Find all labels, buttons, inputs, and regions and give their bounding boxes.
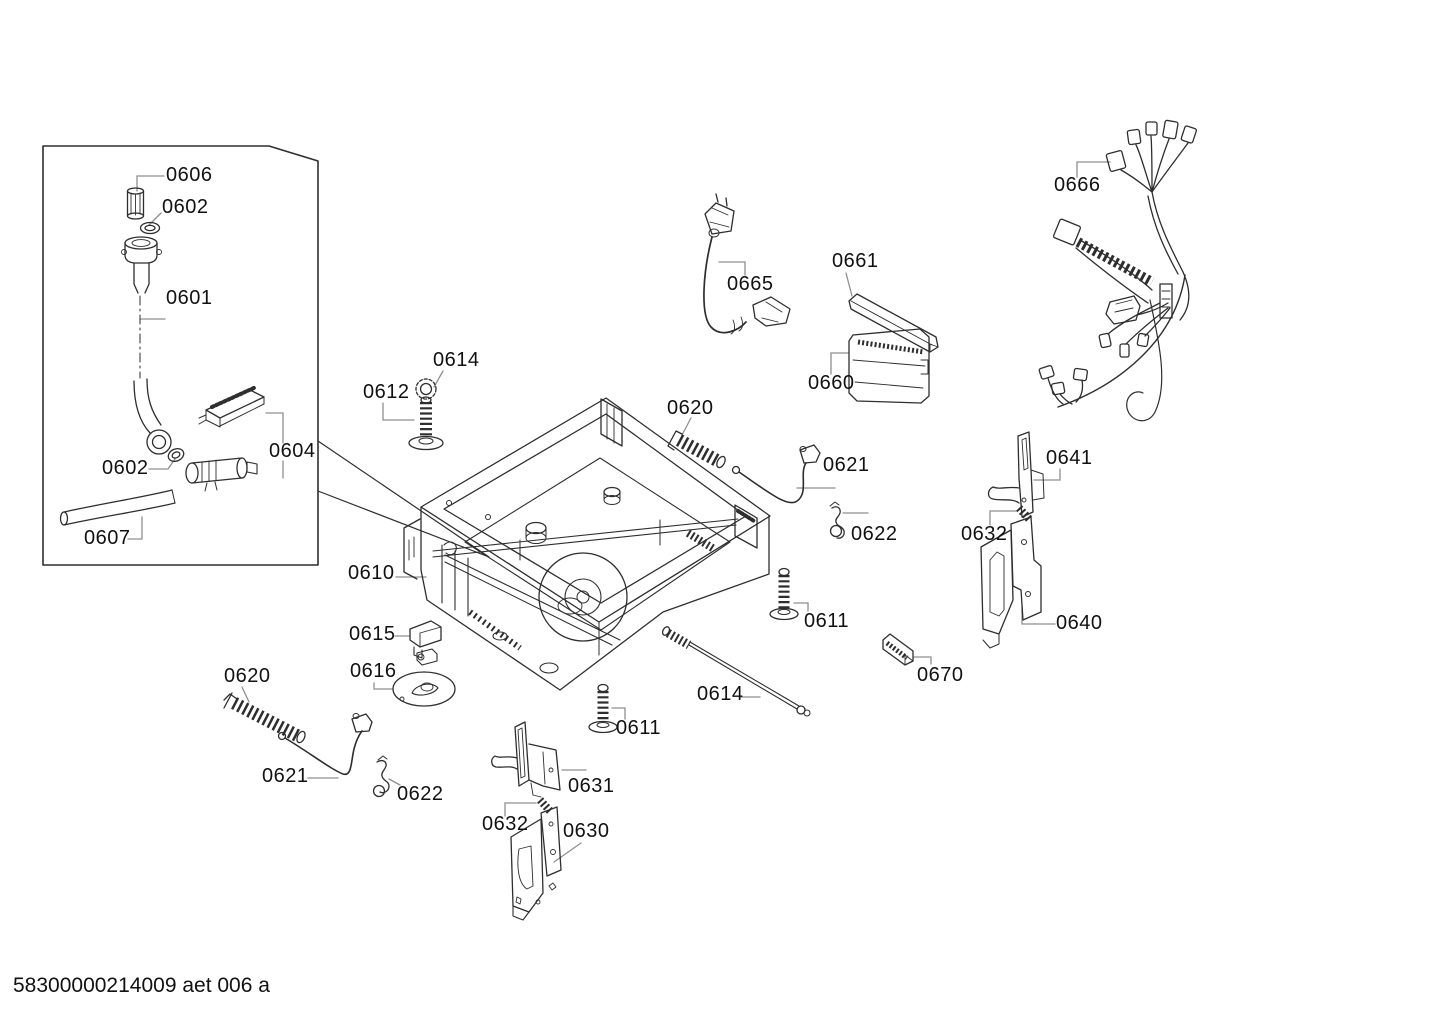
part-label-0620-2: 0620: [224, 665, 271, 687]
part-label-0616: 0616: [350, 660, 397, 682]
document-number: 58300000214009 aet 006 a: [13, 974, 270, 997]
part-0666-harness: [1038, 119, 1197, 422]
part-label-0632-2: 0632: [482, 813, 529, 835]
part-0661-cover-bar: [848, 293, 939, 353]
part-0630-bracket: [510, 806, 562, 921]
part-label-0620: 0620: [667, 397, 714, 419]
part-label-0611: 0611: [804, 610, 850, 632]
part-label-0622-2: 0622: [397, 783, 444, 805]
part-0610-base-frame: [403, 397, 771, 691]
part-label-0607: 0607: [84, 527, 131, 549]
part-0612-stud: [408, 396, 444, 451]
part-label-0602-2: 0602: [102, 457, 149, 479]
part-label-0604: 0604: [269, 440, 316, 462]
part-0620-spring-top: [667, 430, 726, 469]
part-0616-float-disc: [392, 671, 456, 707]
part-label-0622: 0622: [851, 523, 898, 545]
part-label-0602: 0602: [162, 196, 209, 218]
part-0601-inlet-hose: [121, 236, 172, 455]
leader-lines: [127, 161, 1111, 863]
part-label-0670: 0670: [917, 664, 964, 686]
part-label-0661: 0661: [832, 250, 879, 272]
part-label-0660: 0660: [808, 372, 855, 394]
part-0621-cable-bottom: [277, 713, 373, 776]
part-0607-hose: [59, 489, 176, 526]
part-0622-clip-bottom: [372, 755, 390, 798]
part-0611-foot-right: [769, 567, 799, 621]
part-0602-oring-upper: [139, 221, 161, 235]
part-0614-rod: [661, 626, 811, 717]
part-label-0606: 0606: [166, 164, 213, 186]
part-0621-cable-top: [731, 444, 821, 504]
part-label-0601: 0601: [166, 287, 213, 309]
part-0640-bracket: [980, 516, 1042, 649]
part-0606-filter: [126, 187, 145, 220]
part-label-0641: 0641: [1046, 447, 1093, 469]
part-label-0614: 0614: [433, 349, 480, 371]
part-0632-clip-bottom: [537, 797, 553, 814]
part-0660-module: [848, 328, 930, 404]
part-0604-valve-bracket: [185, 385, 265, 492]
part-label-0630: 0630: [563, 820, 610, 842]
part-label-0632: 0632: [961, 523, 1008, 545]
part-label-0666: 0666: [1054, 174, 1101, 196]
part-0602-oring-lower: [167, 447, 185, 463]
part-label-0640: 0640: [1056, 612, 1103, 634]
part-0670-clip: [882, 633, 914, 666]
part-0641-bracket: [987, 431, 1045, 518]
part-label-0621: 0621: [823, 454, 870, 476]
part-label-0631: 0631: [568, 775, 615, 797]
part-label-0665: 0665: [727, 273, 774, 295]
part-label-0615: 0615: [349, 623, 396, 645]
part-0615-switch: [409, 620, 442, 666]
part-label-0614-2: 0614: [697, 683, 744, 705]
part-0614-nut: [415, 378, 437, 400]
part-0622-clip-top: [829, 501, 845, 539]
part-0611-foot-bottom: [588, 683, 618, 734]
part-label-0612: 0612: [363, 381, 410, 403]
part-label-0621-2: 0621: [262, 765, 309, 787]
part-label-0610: 0610: [348, 562, 395, 584]
part-label-0611-2: 0611: [616, 717, 662, 739]
part-0631-bracket: [491, 721, 561, 798]
part-0620-spring-bottom: [223, 692, 306, 744]
part-0665-power-cord: [703, 193, 791, 335]
